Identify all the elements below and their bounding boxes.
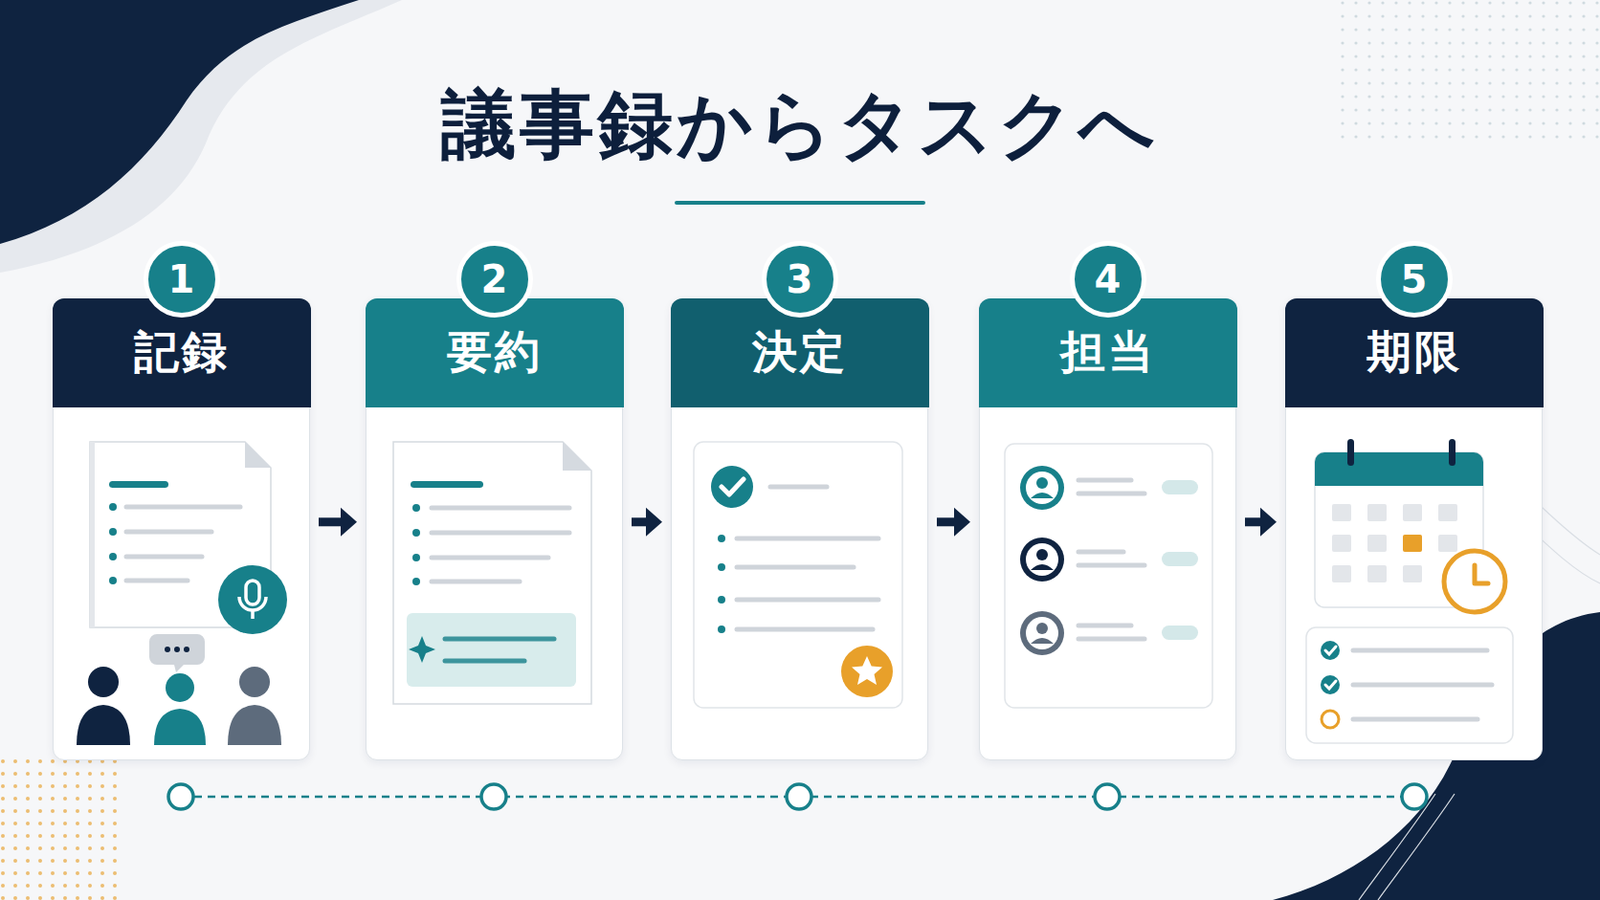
timeline-dots xyxy=(168,784,1427,810)
title-underline xyxy=(676,200,924,205)
step-card: 期限5 xyxy=(1285,298,1543,761)
step-badge: 3 xyxy=(761,241,839,318)
step-heading: 記録 xyxy=(133,322,230,383)
step-number: 1 xyxy=(168,260,196,299)
corner-wave-light xyxy=(0,0,402,273)
flow-arrow xyxy=(318,508,357,537)
step-card: 記録1 xyxy=(52,298,311,761)
step-number: 3 xyxy=(786,260,814,299)
step-number: 5 xyxy=(1400,260,1428,299)
step-heading: 担当 xyxy=(1060,322,1156,383)
step-badge: 5 xyxy=(1376,241,1453,318)
diagram-title: 議事録からタスクへ xyxy=(0,82,1600,169)
step-card: 要約2 xyxy=(365,298,623,761)
corner-wave xyxy=(0,0,359,245)
dot-pattern xyxy=(1334,0,1600,144)
step-card: 決定3 xyxy=(670,298,929,761)
dot-pattern xyxy=(0,755,125,900)
step-number: 4 xyxy=(1094,260,1122,299)
step-heading: 要約 xyxy=(446,322,543,383)
flow-arrow xyxy=(1244,508,1277,537)
flow-arrow xyxy=(936,508,971,537)
step-heading: 決定 xyxy=(752,322,848,383)
step-badge: 2 xyxy=(456,241,534,318)
step-number: 2 xyxy=(481,260,509,299)
flow-arrow xyxy=(631,508,663,537)
step-badge: 4 xyxy=(1069,241,1147,318)
step-card: 担当4 xyxy=(978,298,1237,761)
step-heading: 期限 xyxy=(1366,322,1463,383)
step-badge: 1 xyxy=(143,241,221,318)
